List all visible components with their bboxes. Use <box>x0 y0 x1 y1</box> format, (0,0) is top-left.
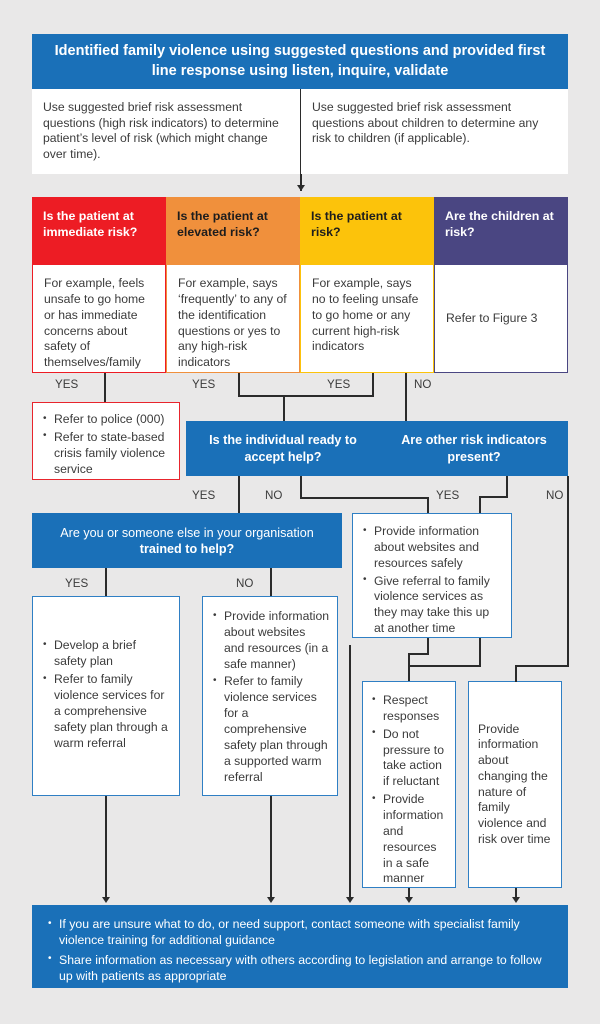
title-banner: Identified family violence using suggest… <box>32 34 568 89</box>
list-item: Refer to state-based crisis family viole… <box>43 429 171 478</box>
risk-column-at-risk: Is the patient at risk? For example, say… <box>300 197 434 373</box>
other-risk-indicators-box: Are other risk indicators present? <box>380 421 568 476</box>
intro-left-text: Use suggested brief risk assessment ques… <box>43 100 279 162</box>
list-item: Provide information and resources in a s… <box>372 792 448 887</box>
risk-column-children: Are the children at risk? Refer to Figur… <box>434 197 568 373</box>
respect-responses-list: Respect responses Do not pressure to tak… <box>372 693 448 887</box>
connector-footer-3 <box>349 645 351 901</box>
list-item: Develop a brief safety plan <box>43 638 171 670</box>
respect-responses-box: Respect responses Do not pressure to tak… <box>362 681 456 888</box>
develop-safety-plan-list: Develop a brief safety plan Refer to fam… <box>43 638 171 753</box>
risk-column-immediate: Is the patient at immediate risk? For ex… <box>32 197 166 373</box>
changing-nature-of-risk-box: Provide information about changing the n… <box>468 681 562 888</box>
provide-info-websites-safely-list: Provide information about websites and r… <box>363 524 502 637</box>
list-item: Provide information about websites and r… <box>363 524 502 572</box>
intro-right-text: Use suggested brief risk assessment ques… <box>312 100 539 146</box>
list-item: Do not pressure to take action if reluct… <box>372 726 448 790</box>
connector-other-yes-into-respect <box>408 665 481 667</box>
edge-label-at-risk-yes: YES <box>327 378 351 391</box>
develop-safety-plan-box: Develop a brief safety plan Refer to fam… <box>32 596 180 796</box>
connector-at-risk-yes-v <box>372 373 374 396</box>
connector-immediate-yes <box>104 373 106 402</box>
risk-column-at-risk-body: For example, says no to feeling unsafe t… <box>300 265 434 373</box>
list-item: Share information as necessary with othe… <box>48 952 552 985</box>
trained-to-help-text-bold: trained to help? <box>139 542 235 557</box>
risk-column-children-header: Are the children at risk? <box>434 197 568 265</box>
connector-trained-yes <box>105 568 107 596</box>
edge-label-ready-no: NO <box>265 489 283 502</box>
arrowhead-intro-to-columns <box>296 185 305 191</box>
connector-elevated-yes-v <box>238 373 240 396</box>
trained-to-help-text-plain: Are you or someone else in your organisa… <box>60 526 314 540</box>
edge-label-trained-no: NO <box>236 577 254 590</box>
intro-divider <box>300 89 302 174</box>
connector-other-no <box>567 476 569 666</box>
connector-websites-down-h <box>408 653 429 655</box>
list-item: Provide information about websites and r… <box>213 608 329 672</box>
trained-to-help-box: Are you or someone else in your organisa… <box>32 513 342 568</box>
footer-guidance-list: If you are unsure what to do, or need su… <box>48 917 552 985</box>
ready-to-accept-help-box: Is the individual ready to accept help? <box>186 421 380 476</box>
other-risk-indicators-text: Are other risk indicators present? <box>401 433 547 464</box>
connector-trained-no <box>270 568 272 596</box>
provide-info-supported-warm-referral-box: Provide information about websites and r… <box>202 596 338 796</box>
connector-merge-to-ready <box>283 395 285 421</box>
risk-column-children-body: Refer to Figure 3 <box>434 265 568 373</box>
edge-label-ready-yes: YES <box>192 489 216 502</box>
risk-column-elevated-header: Is the patient at elevated risk? <box>166 197 300 265</box>
edge-label-other-yes: YES <box>436 489 460 502</box>
provide-info-websites-safely-box: Provide information about websites and r… <box>352 513 512 638</box>
connector-websites-down-v2 <box>408 653 410 681</box>
connector-footer-1 <box>105 796 107 901</box>
connector-other-no-v2 <box>515 665 517 682</box>
list-item: Respect responses <box>372 693 448 725</box>
edge-label-trained-yes: YES <box>65 577 89 590</box>
edge-label-other-no: NO <box>546 489 564 502</box>
connector-ready-no-v2 <box>427 497 429 513</box>
edge-label-immediate-yes: YES <box>55 378 79 391</box>
connector-footer-5 <box>515 888 517 901</box>
connector-ready-yes <box>238 476 240 513</box>
arrowhead-footer-4 <box>404 897 413 903</box>
connector-children-no <box>405 373 407 421</box>
connector-footer-4 <box>408 888 410 901</box>
ready-to-accept-help-text: Is the individual ready to accept help? <box>209 433 357 464</box>
risk-column-elevated-body: For example, says ‘frequently’ to any of… <box>166 265 300 373</box>
risk-column-immediate-header: Is the patient at immediate risk? <box>32 197 166 265</box>
footer-guidance-box: If you are unsure what to do, or need su… <box>32 905 568 988</box>
connector-other-yes-h <box>479 496 508 498</box>
connector-ready-no-v1 <box>300 476 302 498</box>
changing-nature-of-risk-text: Provide information about changing the n… <box>478 721 551 846</box>
edge-label-children-no: NO <box>414 378 432 391</box>
risk-column-elevated: Is the patient at elevated risk? For exa… <box>166 197 300 373</box>
provide-info-supported-warm-referral-list: Provide information about websites and r… <box>213 608 329 785</box>
list-item: Give referral to family violence service… <box>363 573 502 637</box>
arrowhead-footer-5 <box>511 897 520 903</box>
immediate-risk-actions-list: Refer to police (000) Refer to state-bas… <box>43 412 171 477</box>
connector-intro-to-columns <box>300 174 302 191</box>
connector-websites-down-v1 <box>427 638 429 654</box>
arrowhead-footer-2 <box>266 897 275 903</box>
risk-column-at-risk-header: Is the patient at risk? <box>300 197 434 265</box>
edge-label-elevated-yes: YES <box>192 378 216 391</box>
connector-other-no-into-changing <box>515 665 569 667</box>
risk-column-immediate-body: For example, feels unsafe to go home or … <box>32 265 166 373</box>
arrowhead-footer-1 <box>101 897 110 903</box>
immediate-risk-actions-box: Refer to police (000) Refer to state-bas… <box>32 402 180 480</box>
connector-footer-2 <box>270 796 272 901</box>
connector-ready-no-h <box>300 497 428 499</box>
connector-other-yes-v1 <box>506 476 508 497</box>
list-item: Refer to family violence services for a … <box>213 674 329 785</box>
title-banner-text: Identified family violence using suggest… <box>54 43 546 79</box>
list-item: Refer to police (000) <box>43 412 171 428</box>
connector-merge-elevated-at-risk <box>238 395 374 397</box>
arrowhead-footer-3 <box>345 897 354 903</box>
list-item: Refer to family violence services for a … <box>43 672 171 751</box>
list-item: If you are unsure what to do, or need su… <box>48 917 552 949</box>
